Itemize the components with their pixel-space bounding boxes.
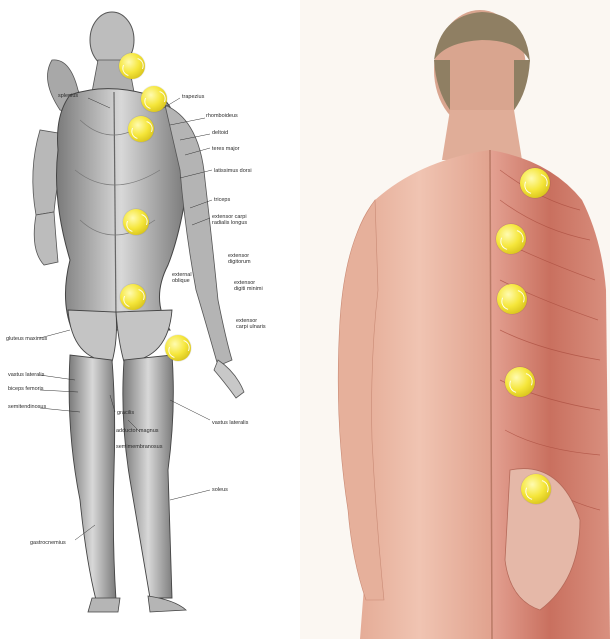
tennis-ball-icon: [141, 86, 167, 112]
label-rhomboideus: rhomboideus: [206, 113, 238, 119]
label-trapezius: trapezius: [182, 94, 204, 100]
tennis-ball-icon: [119, 53, 145, 79]
label-gracilis: gracilis: [117, 410, 134, 416]
label-extensor-digiti-minimi: extensor digiti minimi: [234, 280, 264, 292]
label-semitendinosus: semitendinosus: [8, 404, 46, 410]
label-biceps-femoris: biceps femoris: [8, 386, 43, 392]
tennis-ball-icon: [165, 335, 191, 361]
right-anatomy-painting: [300, 0, 610, 639]
tennis-ball-icon: [497, 284, 527, 314]
label-teres-major: teres major: [212, 146, 240, 152]
label-deltoid: deltoid: [212, 130, 228, 136]
label-vastus-lateralis-right: vastus lateralis: [212, 420, 248, 426]
label-gluteus-maximus: gluteus maximus: [6, 336, 47, 342]
tennis-ball-icon: [521, 474, 551, 504]
label-vastus-lateralis-left: vastus lateralis: [8, 372, 44, 378]
label-extensor-carpi-radialis: extensor carpi radialis longus: [212, 214, 258, 226]
label-extensor-digitorum: extensor digitorum: [228, 253, 264, 265]
left-anatomy-diagram: splenius trapezius rhomboideus deltoid t…: [0, 0, 300, 639]
label-latissimus-dorsi: latissimus dorsi: [214, 168, 252, 174]
tennis-ball-icon: [120, 284, 146, 310]
label-external-oblique: external oblique: [172, 272, 200, 284]
tennis-ball-icon: [496, 224, 526, 254]
tennis-ball-icon: [505, 367, 535, 397]
label-adductor-magnus: adductor magnus: [116, 428, 159, 434]
tennis-ball-icon: [123, 209, 149, 235]
tennis-ball-icon: [128, 116, 154, 142]
right-body-illustration: [300, 0, 610, 639]
label-semimembranosus: semimembranosus: [116, 444, 162, 450]
label-soleus: soleus: [212, 487, 228, 493]
label-splenius: splenius: [58, 93, 78, 99]
label-triceps: triceps: [214, 197, 230, 203]
label-extensor-carpi-ulnaris: extensor carpi ulnaris: [236, 318, 266, 330]
label-gastrocnemius: gastrocnemius: [30, 540, 66, 546]
tennis-ball-icon: [520, 168, 550, 198]
